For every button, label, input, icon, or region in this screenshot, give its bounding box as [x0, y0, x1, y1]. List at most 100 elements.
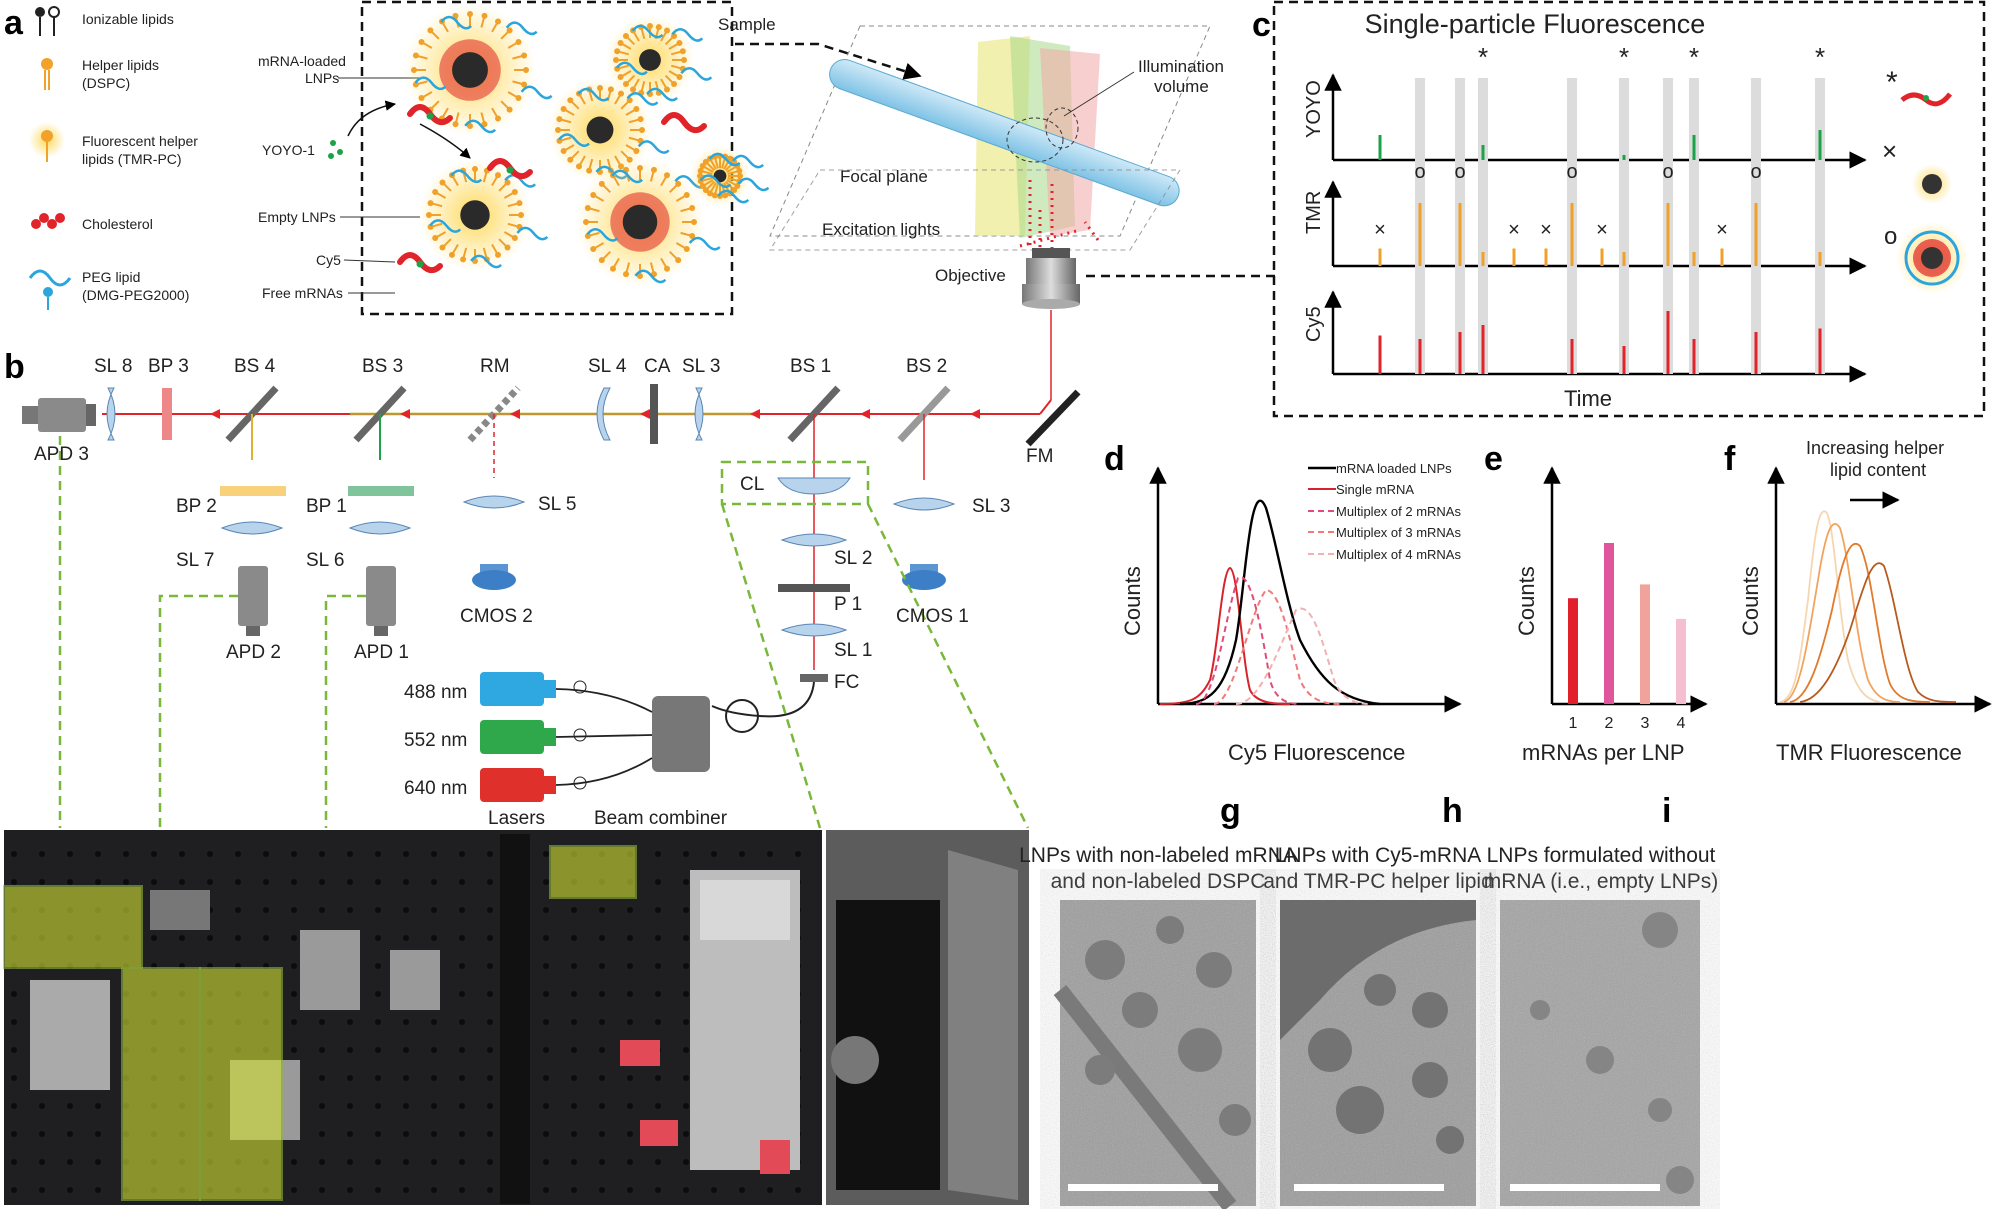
event-mark-13: *: [1815, 42, 1825, 72]
e-bar-3: [1640, 584, 1650, 704]
label-mrna-lnps-2: LNPs: [305, 70, 339, 86]
e-tick-4: 4: [1677, 715, 1686, 732]
e-bar-4: [1676, 618, 1686, 704]
lbl-ca: CA: [644, 356, 671, 377]
f-annotation-2: lipid content: [1830, 460, 1926, 480]
lbl-sl1: SL 1: [834, 640, 872, 661]
panel-label-h: h: [1442, 792, 1463, 830]
laser-552-icon: [480, 720, 556, 754]
panel-label-d: d: [1104, 440, 1125, 478]
optics-labels: SL 8 BP 3 BS 4 BS 3 RM SL 4 CA SL 3 BS 1…: [34, 356, 1053, 829]
free-mrna-2: [661, 112, 707, 134]
helper-lipid-icon: [41, 58, 53, 90]
micrograph-g: [1053, 900, 1256, 1209]
lnp-4: [576, 158, 721, 286]
e-tick-2: 2: [1605, 715, 1614, 732]
optical-setup: [22, 384, 1081, 829]
lbl-combiner: Beam combiner: [594, 808, 728, 829]
f-annotation: Increasing helper: [1806, 438, 1944, 458]
panel-label-a: a: [4, 4, 24, 42]
lbl-sl3b: SL 3: [972, 496, 1010, 517]
label-sample: Sample: [718, 15, 776, 34]
e-ylabel: Counts: [1514, 566, 1539, 636]
legend-helper: Helper lipids: [82, 57, 159, 73]
apd3-icon: [22, 398, 96, 432]
event-band-8: [1619, 78, 1629, 374]
lbl-cl: CL: [740, 474, 764, 495]
micrograph-i: [1500, 900, 1700, 1206]
lnp-0: [404, 4, 553, 136]
e-tick-3: 3: [1641, 715, 1650, 732]
panel-label-f: f: [1724, 440, 1736, 478]
label-free: Free mRNAs: [262, 285, 343, 301]
lbl-bp2: BP 2: [176, 496, 217, 517]
laser-488-icon: [480, 672, 556, 706]
lbl-cmos1: CMOS 1: [896, 606, 969, 627]
c-xlabel: Time: [1564, 386, 1612, 411]
setup-photo: [3, 830, 1029, 1205]
lbl-bp1: BP 1: [306, 496, 347, 517]
legend-a: Ionizable lipids Helper lipids (DSPC) Fl…: [28, 6, 198, 310]
i-caption-2: mRNA (i.e., empty LNPs): [1484, 870, 1719, 893]
f-ylabel: Counts: [1738, 566, 1763, 636]
lbl-sl6: SL 6: [306, 550, 344, 571]
lbl-bs4: BS 4: [234, 356, 276, 377]
lbl-lasers: Lasers: [488, 808, 545, 829]
d-legend-1: Single mRNA: [1336, 482, 1414, 497]
event-band-10: [1689, 78, 1699, 374]
lbl-cmos2: CMOS 2: [460, 606, 533, 627]
event-mark-4: ×: [1508, 219, 1520, 241]
lnp-illustrations: [397, 4, 770, 286]
cholesterol-icon: [31, 213, 65, 229]
lbl-sl5: SL 5: [538, 494, 576, 515]
d-xlabel: Cy5 Fluorescence: [1228, 740, 1405, 765]
lbl-488: 488 nm: [404, 682, 467, 703]
event-mark-0: ×: [1374, 219, 1386, 241]
g-caption-1: LNPs with non-labeled mRNA: [1019, 844, 1297, 867]
lbl-sl7: SL 7: [176, 550, 214, 571]
laser-640-icon: [480, 768, 556, 802]
objective-icon: [1022, 248, 1080, 309]
lnp-3: [419, 159, 549, 271]
lbl-apd1: APD 1: [354, 642, 409, 663]
h-caption-1: LNPs with Cy5-mRNA: [1275, 844, 1482, 867]
event-mark-10: *: [1689, 42, 1699, 72]
label-cy5: Cy5: [316, 252, 341, 268]
d-legend-2: Multiplex of 2 mRNAs: [1336, 504, 1461, 519]
label-illum: Illumination: [1138, 57, 1224, 76]
label-empty: Empty LNPs: [258, 209, 336, 225]
free-mrna-0: [407, 104, 453, 126]
event-mark-6: o: [1566, 161, 1577, 183]
micrograph-h: [1280, 900, 1476, 1206]
panel-label-b: b: [4, 348, 25, 386]
legend-peg-2: (DMG-PEG2000): [82, 287, 189, 303]
lbl-apd2: APD 2: [226, 642, 281, 663]
event-mark-1: o: [1414, 161, 1425, 183]
lbl-bp3: BP 3: [148, 356, 189, 377]
d-legend-3: Multiplex of 3 mRNAs: [1336, 525, 1461, 540]
lbl-bs3: BS 3: [362, 356, 403, 377]
lbl-rm: RM: [480, 356, 510, 377]
panel-c-title: Single-particle Fluorescence: [1365, 9, 1706, 39]
legend-peg: PEG lipid: [82, 269, 140, 285]
peg-lipid-icon: [28, 269, 72, 310]
ch-cy5: Cy5: [1303, 306, 1325, 342]
event-mark-7: ×: [1596, 219, 1608, 241]
legend-ionizable: Ionizable lipids: [82, 11, 174, 27]
c-key: * × o: [1882, 66, 1968, 294]
event-mark-12: o: [1750, 161, 1761, 183]
event-mark-8: *: [1619, 42, 1629, 72]
key-cross: ×: [1882, 136, 1897, 166]
legend-fluorescent: Fluorescent helper: [82, 133, 198, 149]
d-legend-4: Multiplex of 4 mRNAs: [1336, 547, 1461, 562]
f-xlabel: TMR Fluorescence: [1776, 740, 1962, 765]
lbl-sl8: SL 8: [94, 356, 132, 377]
free-mrna-3: [397, 252, 443, 274]
label-objective: Objective: [935, 266, 1006, 285]
label-yoyo: YOYO-1: [262, 142, 315, 158]
lbl-bs2: BS 2: [906, 356, 947, 377]
e-tick-1: 1: [1569, 715, 1578, 732]
i-caption-1: LNPs formulated without: [1487, 844, 1716, 867]
